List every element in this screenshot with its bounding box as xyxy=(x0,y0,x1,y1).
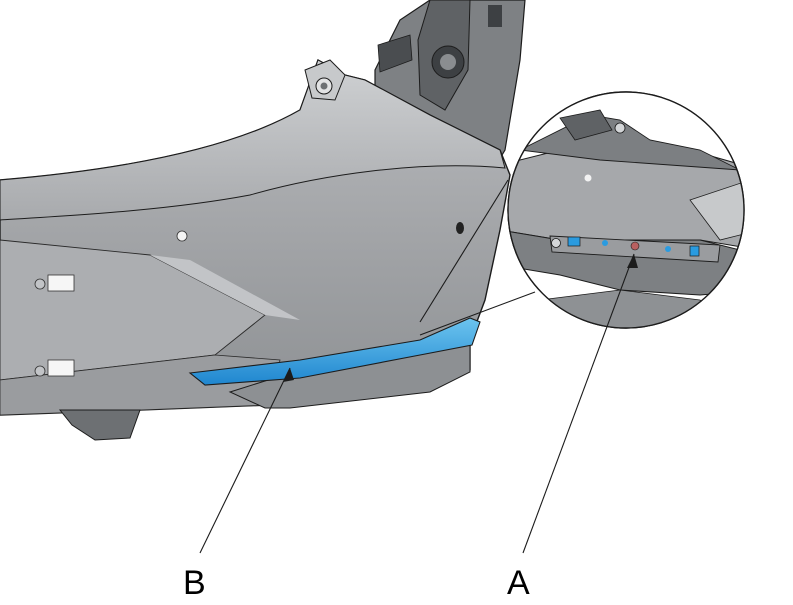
arrowhead-a xyxy=(627,254,638,268)
magnifier-leader-upper xyxy=(419,179,509,323)
callout-label-a: A xyxy=(507,564,530,602)
trim-strip-highlight xyxy=(188,317,481,386)
leader-line-a xyxy=(522,253,635,554)
detail-view xyxy=(507,91,745,329)
magnifier-leader-lower xyxy=(419,291,536,336)
bumper-body xyxy=(0,58,511,441)
arrowhead-b xyxy=(283,368,294,382)
callout-label-b: B xyxy=(183,564,206,602)
leader-line-b xyxy=(199,367,291,554)
